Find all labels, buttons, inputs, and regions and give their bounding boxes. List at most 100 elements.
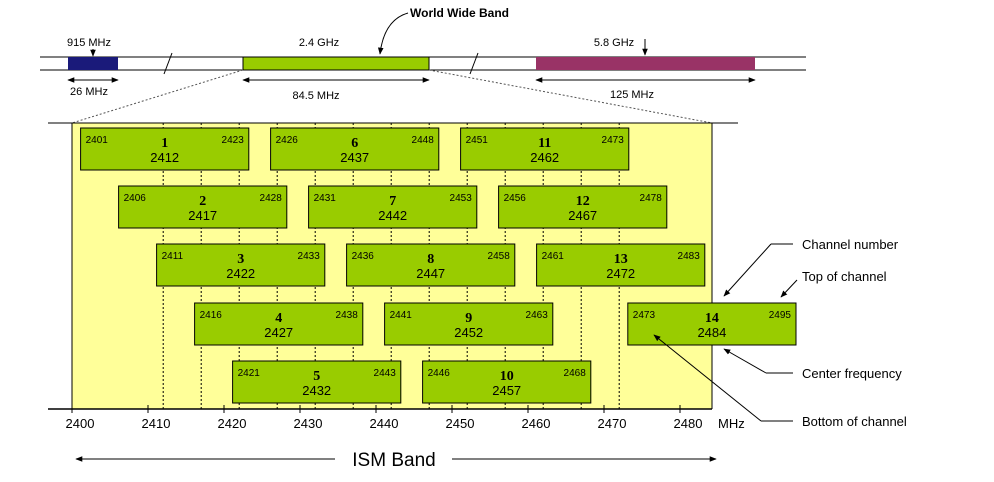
legend-top-of-channel: Top of channel <box>802 269 887 284</box>
break-mark <box>469 52 479 75</box>
channel-box <box>422 360 592 404</box>
spectrum-strip: 915 MHz 2.4 GHz 5.8 GHz World Wide Band … <box>40 6 806 124</box>
channel-top-freq: 2453 <box>450 193 473 204</box>
axis-unit: MHz <box>718 416 745 431</box>
ism-band-span: ISM Band <box>75 450 717 471</box>
channel-center-freq: 2422 <box>226 266 255 281</box>
channel-number: 8 <box>427 252 434 267</box>
channel-center-freq: 2417 <box>188 208 217 223</box>
channel-box <box>80 127 250 171</box>
channel-top-freq: 2438 <box>336 310 359 321</box>
axis-tick-label: 2410 <box>142 416 171 431</box>
channel-center-freq: 2462 <box>530 150 559 165</box>
channel-top-freq: 2468 <box>564 368 587 379</box>
channel-number: 5 <box>313 369 320 384</box>
channel-center-freq: 2457 <box>492 383 521 398</box>
axis-tick-label: 2400 <box>66 416 95 431</box>
channel-number: 13 <box>614 252 628 267</box>
band-915-width: 26 MHz <box>70 86 108 98</box>
channel-center-freq: 2427 <box>264 325 293 340</box>
band-915-bar <box>68 57 118 70</box>
axis-tick-label: 2480 <box>674 416 703 431</box>
world-wide-band-arrow <box>377 12 409 55</box>
channel-top-freq: 2495 <box>769 310 792 321</box>
channel-center-freq: 2467 <box>568 208 597 223</box>
channel-box <box>270 127 440 171</box>
legend-top-of-channel-arrow <box>780 279 798 298</box>
channel-bottom-freq: 2473 <box>633 310 656 321</box>
legend-callouts: Channel number Top of channel Center fre… <box>653 237 907 429</box>
axis-tick-label: 2470 <box>598 416 627 431</box>
legend-channel-number: Channel number <box>802 237 899 252</box>
legend-bottom-of-channel: Bottom of channel <box>802 414 907 429</box>
channel-top-freq: 2433 <box>298 251 321 262</box>
channel-top-freq: 2483 <box>678 251 701 262</box>
channel-top-freq: 2463 <box>526 310 549 321</box>
channel-box <box>194 302 364 346</box>
channel-box <box>384 302 554 346</box>
channel-top-freq: 2448 <box>412 135 435 146</box>
band-58-label: 5.8 GHz <box>594 37 634 49</box>
channel-number: 12 <box>576 194 590 209</box>
axis-tick-label: 2450 <box>446 416 475 431</box>
channel-box <box>536 243 706 287</box>
legend-channel-number-arrow <box>723 243 772 297</box>
channel-number: 1 <box>161 136 168 151</box>
channel-box <box>498 185 668 229</box>
legend-center-frequency: Center frequency <box>802 366 902 381</box>
channel-bottom-freq: 2406 <box>124 193 147 204</box>
channel-box <box>156 243 326 287</box>
legend-bottom-of-channel-arrow <box>653 334 762 422</box>
channel-center-freq: 2472 <box>606 266 635 281</box>
band-915-label: 915 MHz <box>67 37 111 49</box>
channel-top-freq: 2473 <box>602 135 625 146</box>
channel-top-freq: 2478 <box>640 193 663 204</box>
channel-center-freq: 2437 <box>340 150 369 165</box>
axis-tick-label: 2460 <box>522 416 551 431</box>
channel-bottom-freq: 2451 <box>466 135 489 146</box>
channel-number: 7 <box>389 194 396 209</box>
band-58-bar <box>536 57 755 70</box>
zoom-line-right <box>428 69 713 124</box>
channel-center-freq: 2447 <box>416 266 445 281</box>
channel-bottom-freq: 2411 <box>162 251 184 262</box>
axis-tick-label: 2420 <box>218 416 247 431</box>
channel-top-freq: 2458 <box>488 251 511 262</box>
channel-bottom-freq: 2461 <box>542 251 565 262</box>
channel-number: 6 <box>351 136 358 151</box>
ism-band-label: ISM Band <box>352 450 435 471</box>
channel-center-freq: 2432 <box>302 383 331 398</box>
channel-number: 10 <box>500 369 514 384</box>
channel-bottom-freq: 2441 <box>390 310 413 321</box>
channel-box <box>460 127 630 171</box>
channel-top-freq: 2443 <box>374 368 397 379</box>
channel-number: 2 <box>199 194 206 209</box>
channel-box <box>346 243 516 287</box>
channel-number: 14 <box>705 311 719 326</box>
world-wide-band-label: World Wide Band <box>410 6 509 20</box>
channel-box <box>232 360 402 404</box>
break-mark <box>163 52 173 75</box>
channel-bottom-freq: 2421 <box>238 368 261 379</box>
axis-tick-label: 2440 <box>370 416 399 431</box>
channel-center-freq: 2442 <box>378 208 407 223</box>
channel-box <box>308 185 478 229</box>
channel-number: 3 <box>237 252 244 267</box>
